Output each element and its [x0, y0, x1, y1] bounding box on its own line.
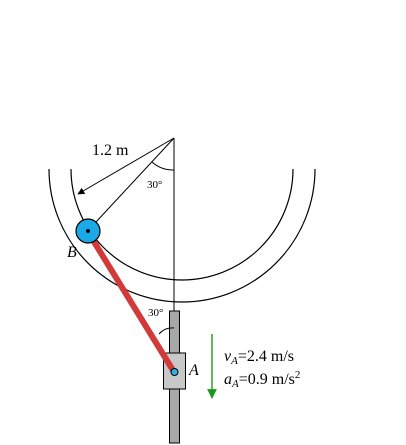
bottom-angle-arc [158, 327, 175, 335]
angle-bottom-label: 30° [148, 307, 163, 319]
radius-dimension-arrow [77, 137, 175, 195]
rod-ab [85, 229, 177, 375]
acceleration-subscript: A [231, 378, 239, 390]
angle-top-label: 30° [147, 179, 162, 191]
radius-label: 1.2 m [92, 142, 129, 159]
acceleration-value: =0.9 m/s [239, 371, 295, 388]
acceleration-symbol: a [224, 371, 232, 388]
point-b-label: B [67, 244, 77, 261]
radial-line-to-b [95, 137, 175, 223]
pin-a [170, 368, 179, 376]
pin-b-center [86, 229, 90, 233]
velocity-subscript: A [230, 355, 238, 367]
acceleration-exponent: 2 [295, 369, 301, 381]
point-a-label: A [188, 362, 199, 379]
velocity-symbol: v [224, 348, 232, 365]
outer-slot-arc [48, 168, 316, 303]
velocity-label: vA=2.4 m/s [224, 348, 294, 367]
top-angle-arc [151, 161, 175, 171]
acceleration-label: aA=0.9 m/s2 [224, 369, 300, 390]
velocity-value: =2.4 m/s [238, 348, 294, 365]
